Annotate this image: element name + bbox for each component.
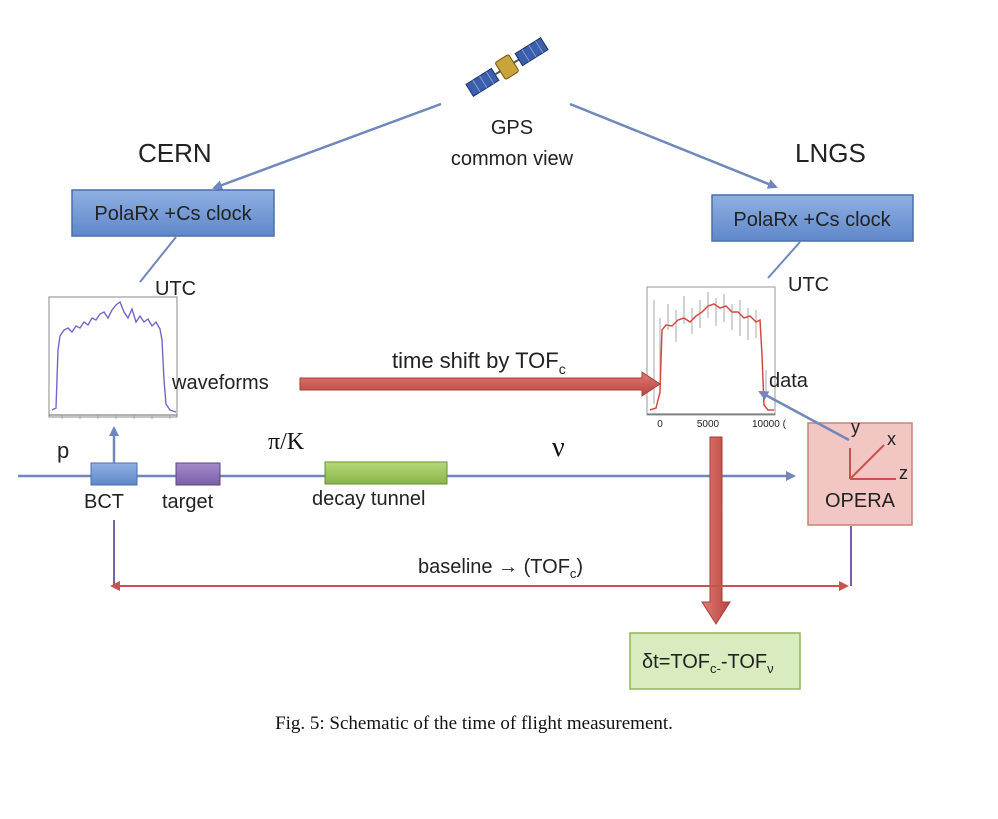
target-label: target xyxy=(162,491,214,513)
delta-t-result-box: δt=TOFc--TOFν xyxy=(629,632,801,690)
opera-detector-box: y x z OPERA xyxy=(807,417,913,526)
utc-connector-left xyxy=(139,236,177,283)
baseline-suffix: ) xyxy=(576,556,583,578)
waveform-trace-left xyxy=(51,300,177,413)
target-box xyxy=(175,462,221,486)
time-shift-sub: c xyxy=(559,361,566,377)
bct-box xyxy=(90,462,138,486)
utc-right-label: UTC xyxy=(788,274,829,296)
proton-label: p xyxy=(57,438,69,463)
clock-box-cern: PolaRx +Cs clock xyxy=(71,189,275,237)
waveforms-label: waveforms xyxy=(171,372,269,394)
opera-axis-x: x xyxy=(887,429,896,449)
delta-t-sub1: c- xyxy=(710,661,721,676)
bct-label: BCT xyxy=(84,491,124,513)
time-shift-label: time shift by TOFc xyxy=(392,348,566,377)
utc-left-label: UTC xyxy=(155,278,196,300)
gps-to-cern-arrow xyxy=(212,102,442,190)
decay-tunnel-box xyxy=(324,461,448,485)
waveform-plot-left xyxy=(48,296,178,419)
site-lngs-label: LNGS xyxy=(795,138,866,168)
opera-axis-y: y xyxy=(851,417,860,437)
figure-caption: Fig. 5: Schematic of the time of flight … xyxy=(275,713,673,734)
opera-to-data-arrow xyxy=(758,390,850,442)
site-cern-label: CERN xyxy=(138,138,212,168)
baseline-sub: c xyxy=(570,566,577,581)
baseline-label: baseline → (TOFc) xyxy=(418,556,583,581)
baseline-prefix: baseline → (TOF xyxy=(418,556,570,578)
right-plot-tick-0: 0 xyxy=(657,419,663,430)
gps-label: GPS xyxy=(491,117,533,139)
satellite-icon xyxy=(465,37,549,97)
clock-box-lngs: PolaRx +Cs clock xyxy=(711,194,914,242)
right-plot-tick-10000: 10000 ( xyxy=(752,419,787,430)
delta-t-mid: -TOF xyxy=(721,651,767,673)
opera-label: OPERA xyxy=(825,490,896,512)
gps-common-view-label: common view xyxy=(451,148,574,170)
gps-to-lngs-arrow xyxy=(569,102,778,189)
clock-lngs-label: PolaRx +Cs clock xyxy=(733,209,891,231)
time-shift-arrow xyxy=(299,371,661,397)
opera-axis-z: z xyxy=(899,463,908,483)
delta-t-arrow xyxy=(701,436,731,625)
fit-curve-right xyxy=(649,303,774,411)
utc-connector-right xyxy=(767,241,801,279)
clock-cern-label: PolaRx +Cs clock xyxy=(94,203,252,225)
right-plot-tick-5000: 5000 xyxy=(697,419,720,430)
neutrino-label: ν xyxy=(552,432,565,463)
delta-t-formula: δt=TOFc--TOFν xyxy=(642,651,774,676)
data-plot-right: 0 5000 10000 ( xyxy=(646,286,787,430)
delta-t-pre: δt=TOF xyxy=(642,651,710,673)
data-label: data xyxy=(769,370,809,392)
decay-tunnel-label: decay tunnel xyxy=(312,488,425,510)
pion-kaon-label: π/K xyxy=(268,429,305,455)
delta-t-sub2: ν xyxy=(767,661,774,676)
time-shift-text: time shift by TOF xyxy=(392,348,559,373)
